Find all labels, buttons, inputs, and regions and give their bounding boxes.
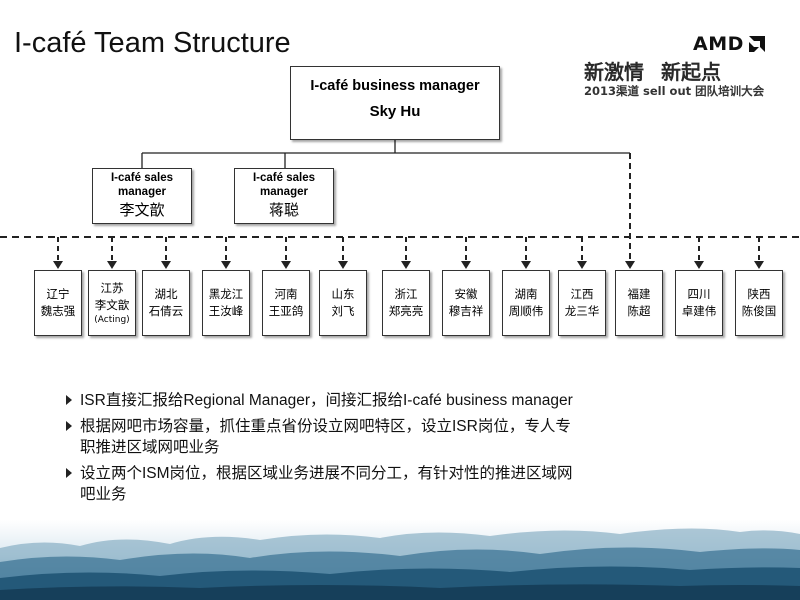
bullet-text: 根据网吧市场容量，抓住重点省份设立网吧特区，设立ISR岗位，专人专职推进区域网吧… <box>80 418 571 456</box>
arrowhead-fujian <box>625 261 635 269</box>
region-box-anhui: 安徽 穆吉祥 <box>442 270 490 336</box>
region-box-henan: 河南 王亚鸽 <box>262 270 310 336</box>
region-person: 李文歆 <box>94 298 130 312</box>
region-province: 安徽 <box>454 287 478 301</box>
bullet-text: ISR直接汇报给Regional Manager，间接汇报给I-café bus… <box>80 392 573 409</box>
region-person: 陈超 <box>627 304 651 318</box>
region-province: 湖北 <box>154 287 178 301</box>
acting-note: (Acting) <box>94 315 130 325</box>
region-person: 石倩云 <box>148 304 184 318</box>
region-box-zhejiang: 浙江 郑亮亮 <box>382 270 430 336</box>
business-manager-title: I-café business manager <box>310 78 480 94</box>
bullet-item: ISR直接汇报给Regional Manager，间接汇报给I-café bus… <box>66 390 586 411</box>
region-box-jiangxi: 江西 龙三华 <box>558 270 606 336</box>
region-box-fujian: 福建 陈超 <box>615 270 663 336</box>
region-box-sichuan: 四川 卓建伟 <box>675 270 723 336</box>
region-box-heilongjiang: 黑龙江 王汝峰 <box>202 270 250 336</box>
region-box-hunan: 湖南 周顺伟 <box>502 270 550 336</box>
bullet-text: 设立两个ISM岗位，根据区域业务进展不同分工，有针对性的推进区域网吧业务 <box>80 465 573 503</box>
bullet-item: 设立两个ISM岗位，根据区域业务进展不同分工，有针对性的推进区域网吧业务 <box>66 463 586 505</box>
region-person: 郑亮亮 <box>388 304 424 318</box>
region-box-jiangsu: 江苏 李文歆 (Acting) <box>88 270 136 336</box>
region-province: 四川 <box>687 287 711 301</box>
sales-manager-box: I-café sales manager 蒋聪 <box>234 168 334 224</box>
event-slogan: 新激情 新起点 <box>584 60 721 84</box>
business-manager-name: Sky Hu <box>369 103 421 120</box>
region-person: 陈俊国 <box>741 304 777 318</box>
business-manager-box: I-café business manager Sky Hu <box>290 66 500 140</box>
region-box-shaanxi: 陕西 陈俊国 <box>735 270 783 336</box>
region-province: 江苏 <box>100 281 124 295</box>
sales-manager-name: 李文歆 <box>119 201 165 219</box>
landscape-footer-image <box>0 520 800 600</box>
region-province: 湖南 <box>514 287 538 301</box>
region-person: 周顺伟 <box>508 304 544 318</box>
region-drops <box>53 237 764 269</box>
region-province: 辽宁 <box>46 287 70 301</box>
event-subtitle: 2013渠道 sell out 团队培训大会 <box>584 84 765 98</box>
region-person: 龙三华 <box>564 304 600 318</box>
bullet-arrow-icon <box>66 395 72 405</box>
region-province: 黑龙江 <box>208 287 244 301</box>
region-box-shandong: 山东 刘飞 <box>319 270 367 336</box>
region-box-hubei: 湖北 石倩云 <box>142 270 190 336</box>
region-province: 山东 <box>331 287 355 301</box>
region-box-liaoning: 辽宁 魏志强 <box>34 270 82 336</box>
region-province: 福建 <box>627 287 651 301</box>
region-person: 魏志强 <box>40 304 76 318</box>
region-province: 江西 <box>570 287 594 301</box>
amd-logo: AMD <box>693 33 767 55</box>
region-person: 穆吉祥 <box>448 304 484 318</box>
region-person: 卓建伟 <box>681 304 717 318</box>
region-province: 河南 <box>274 287 298 301</box>
sales-manager-title: I-café sales manager <box>110 172 173 198</box>
bullet-list: ISR直接汇报给Regional Manager，间接汇报给I-café bus… <box>66 390 586 510</box>
amd-arrow-icon <box>748 36 765 52</box>
sales-manager-title: I-café sales manager <box>252 172 315 198</box>
slide-title: I-café Team Structure <box>14 27 291 59</box>
bullet-arrow-icon <box>66 468 72 478</box>
region-province: 浙江 <box>394 287 418 301</box>
region-person: 刘飞 <box>331 304 355 318</box>
region-person: 王汝峰 <box>208 304 244 318</box>
bullet-item: 根据网吧市场容量，抓住重点省份设立网吧特区，设立ISR岗位，专人专职推进区域网吧… <box>66 416 586 458</box>
bullet-arrow-icon <box>66 421 72 431</box>
region-person: 王亚鸽 <box>268 304 304 318</box>
sales-manager-name: 蒋聪 <box>268 201 299 219</box>
amd-logo-text: AMD <box>693 33 744 55</box>
sales-manager-box: I-café sales manager 李文歆 <box>92 168 192 224</box>
region-province: 陕西 <box>747 287 771 301</box>
